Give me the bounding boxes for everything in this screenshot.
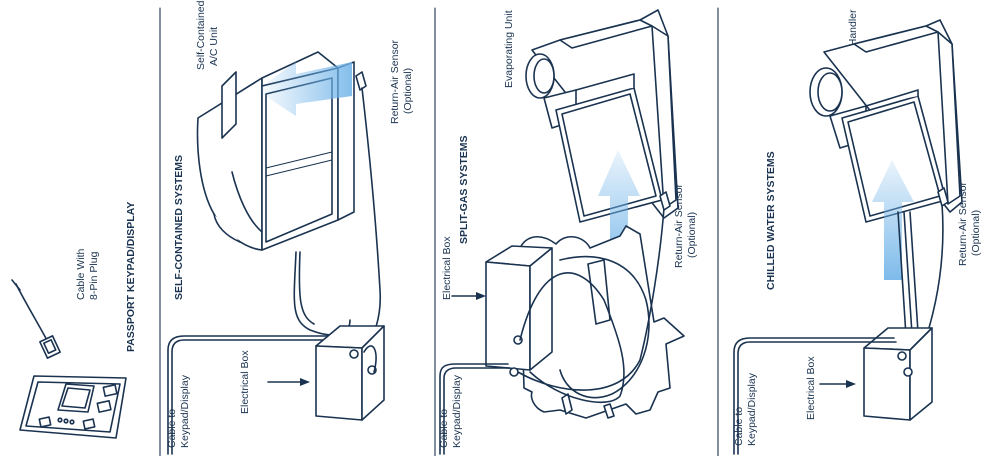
self-contained-title: SELF-CONTAINED SYSTEMS xyxy=(173,155,185,300)
sc-sensor-icon xyxy=(355,71,382,353)
pin-plug-icon xyxy=(39,335,61,359)
cw-keypad-cable xyxy=(737,341,897,455)
sc-electrical-box-icon xyxy=(315,325,385,421)
sc-unit-label-1: Self-Contained xyxy=(195,0,207,70)
keypad-panel: PASSPORT KEYPAD/DISPLAY Cable With 8-Pin… xyxy=(11,202,137,439)
cw-electrical-box-icon xyxy=(863,327,933,421)
sg-electrical-box-icon xyxy=(485,245,553,377)
chilled-water-panel: CHILLED WATER SYSTEMS Air Handler Return… xyxy=(733,9,982,455)
split-gas-panel: SPLIT-GAS SYSTEMS Evaporating Unit Retur… xyxy=(438,9,698,455)
sc-conduit xyxy=(293,251,351,336)
cw-airflow-arrow xyxy=(872,160,914,280)
air-handler-icon xyxy=(809,19,963,223)
sg-refrigerant-line xyxy=(519,272,625,404)
sc-unit-label-2: A/C Unit xyxy=(208,27,220,66)
keypad-device-icon xyxy=(19,375,127,439)
cw-box-label: Electrical Box xyxy=(805,356,817,420)
sg-keypad-cable xyxy=(443,367,511,455)
sg-box-label: Electrical Box xyxy=(441,236,453,300)
keypad-cable-label-1: Cable With xyxy=(75,248,87,300)
sg-airflow-arrow xyxy=(598,150,640,274)
sg-sensor-icon xyxy=(659,191,671,211)
sg-unit-label: Evaporating Unit xyxy=(503,10,515,88)
sc-keypad-cable xyxy=(171,339,347,455)
cw-sensor-label-2: (Optional) xyxy=(970,210,982,256)
sc-sensor-label-1: Return-Air Sensor xyxy=(389,39,401,124)
split-gas-title: SPLIT-GAS SYSTEMS xyxy=(458,135,470,244)
sc-sensor-label-2: (Optional) xyxy=(402,68,414,114)
chilled-water-title: CHILLED WATER SYSTEMS xyxy=(765,151,777,290)
cw-sensor-icon xyxy=(937,187,949,207)
cw-cable-label-1: Cable to xyxy=(733,407,745,446)
sg-sensor-label-2: (Optional) xyxy=(686,212,698,258)
self-contained-panel: SELF-CONTAINED SYSTEMS Self-Contained A/… xyxy=(166,0,414,455)
cw-cable-label-2: Keypad/Display xyxy=(746,372,758,446)
sg-sensor-wire xyxy=(517,207,665,391)
cable-end xyxy=(11,279,21,291)
keypad-cable xyxy=(15,283,49,343)
sg-cable-label-2: Keypad/Display xyxy=(451,374,463,448)
sc-cable-label-2: Keypad/Display xyxy=(179,374,191,448)
keypad-cable-label-2: 8-Pin Plug xyxy=(88,251,100,300)
keypad-title: PASSPORT KEYPAD/DISPLAY xyxy=(125,202,137,352)
sc-box-label: Electrical Box xyxy=(239,350,251,414)
ac-unit-icon xyxy=(196,51,355,251)
sc-airflow-arrow xyxy=(256,62,352,116)
